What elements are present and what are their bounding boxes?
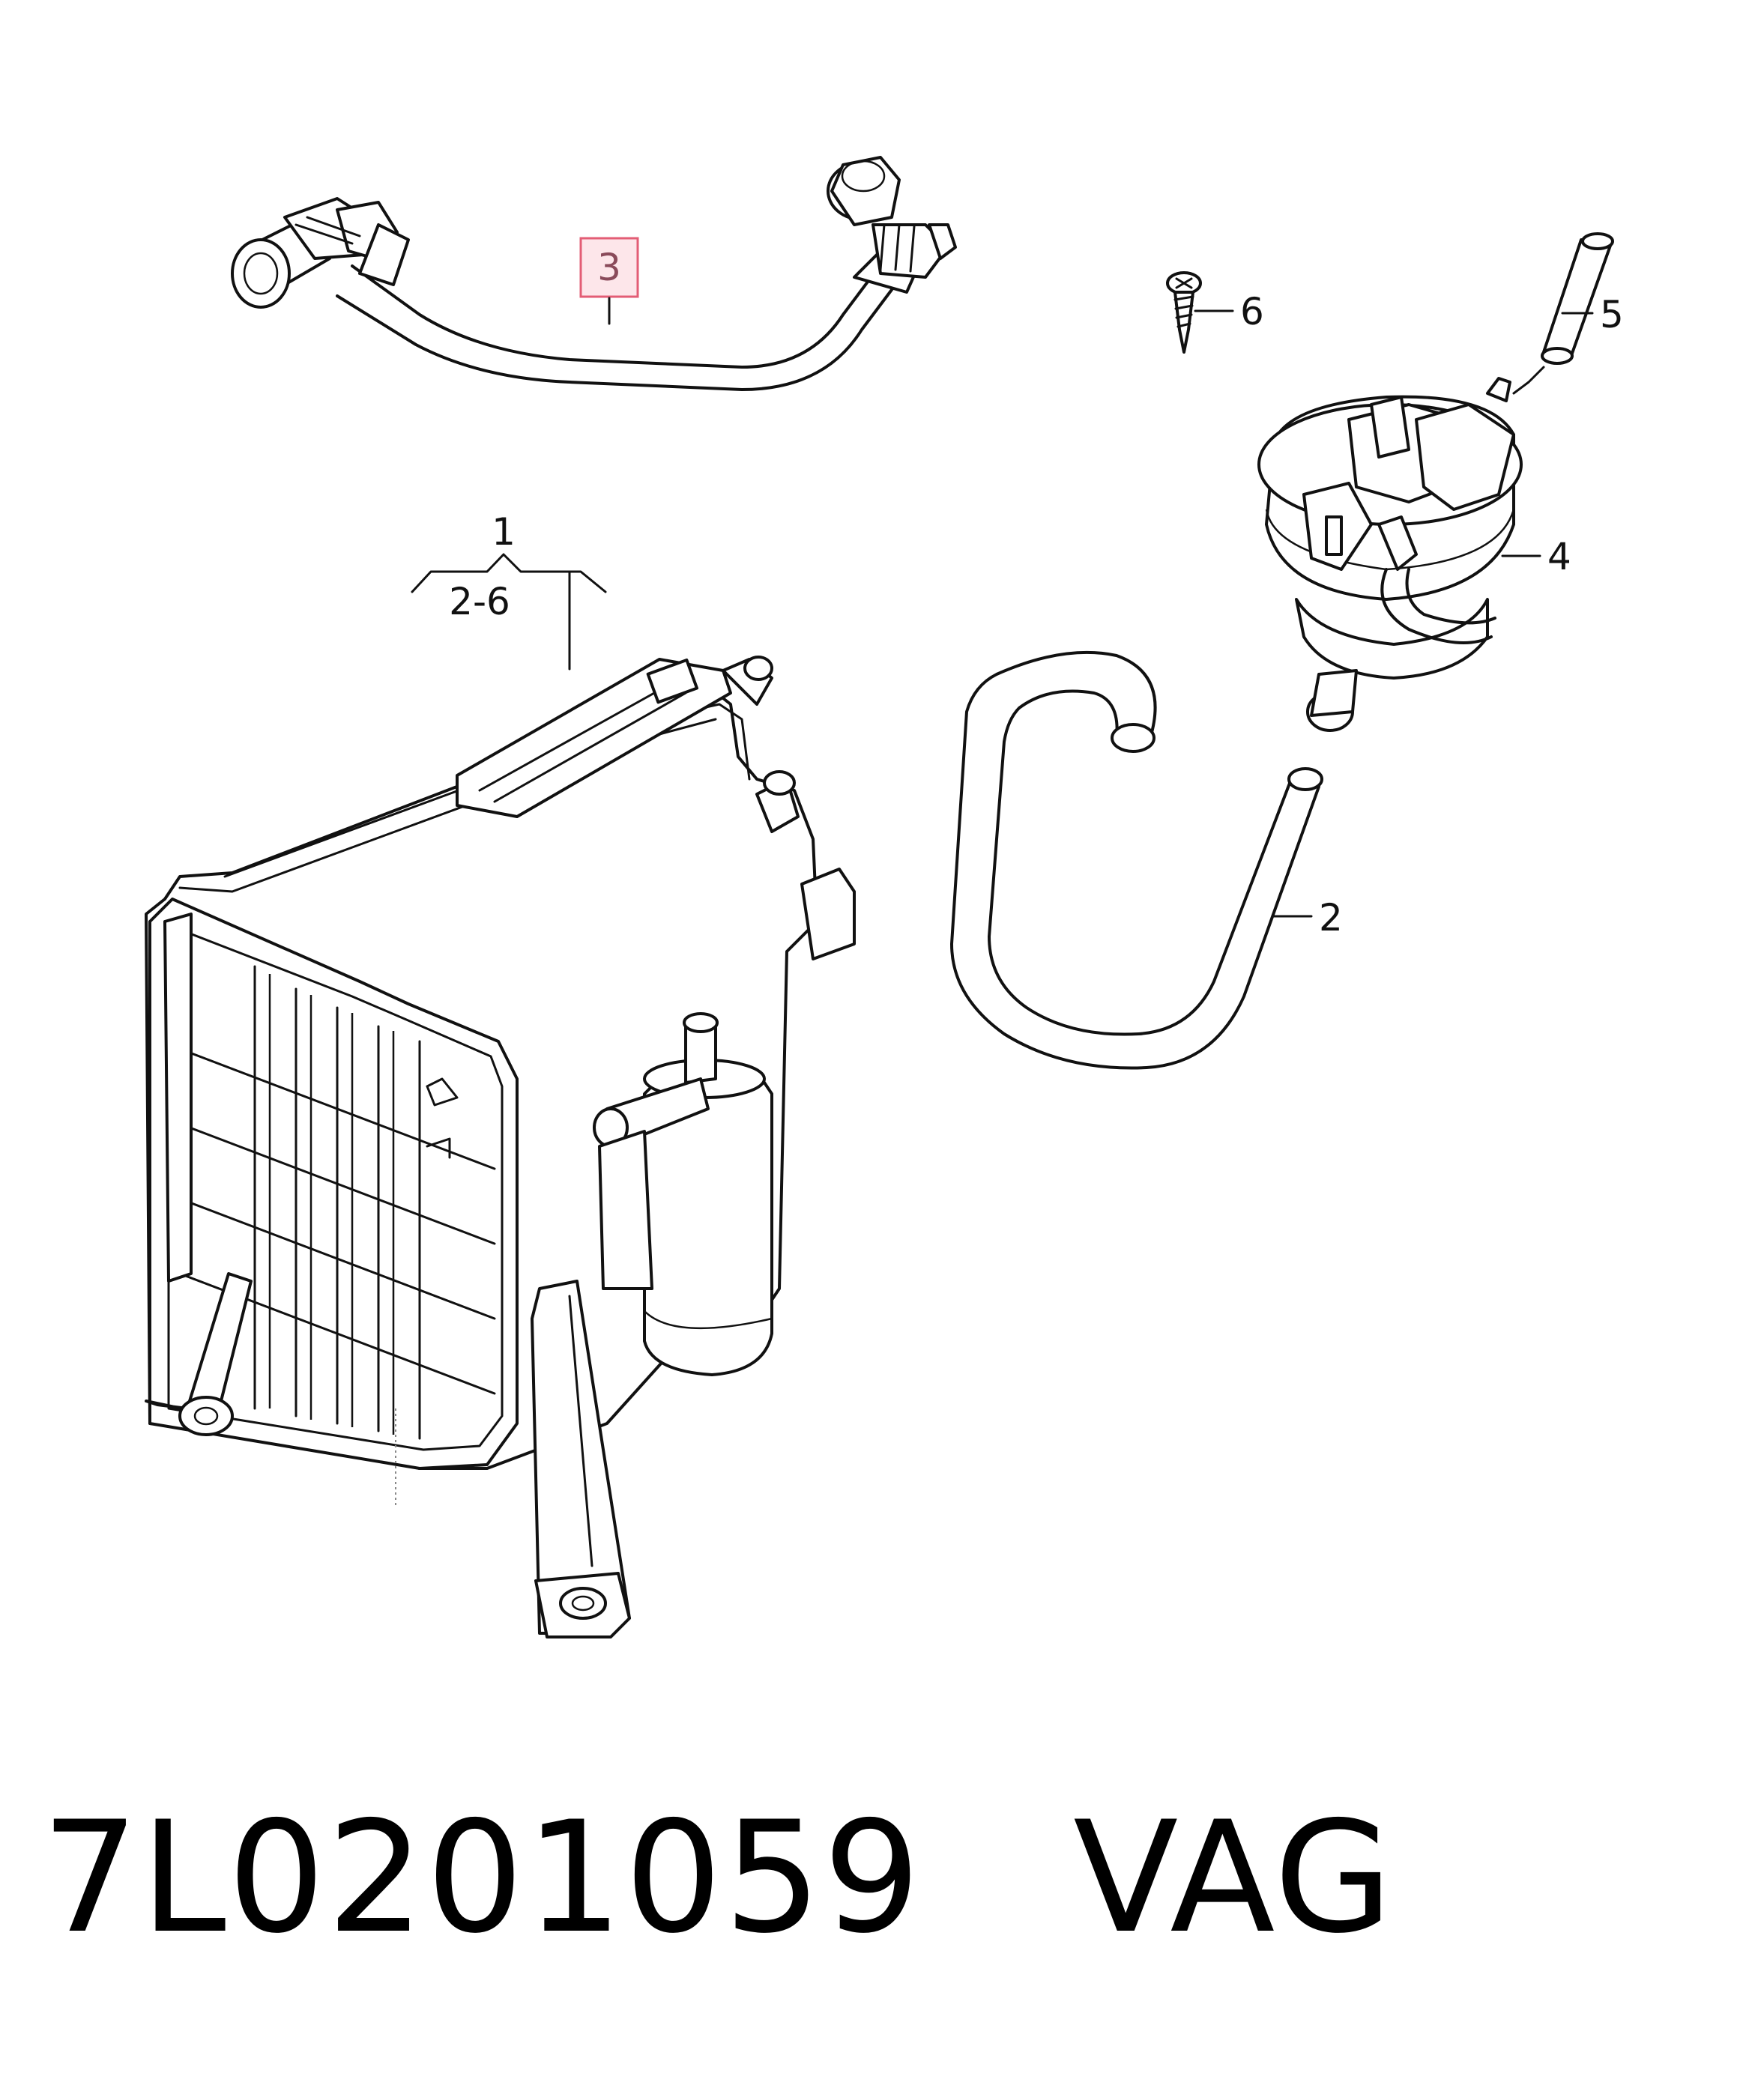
brand-name: VAG [1073,1789,1395,1967]
part-4-valve [1257,377,1523,732]
callout-2-6: 2-6 [449,580,510,623]
callout-4-group: 4 [1501,535,1571,578]
callout-1-group: 1 2-6 [411,510,607,671]
callout-5-group: 5 [1561,293,1624,336]
bracket-1 [411,553,607,593]
callout-4: 4 [1547,535,1571,578]
part-number: 7L0201059 [41,1789,922,1967]
footer: 7L0201059 VAG [41,1802,1395,1955]
part-1-canister [145,656,856,1638]
callout-2: 2 [1319,896,1343,939]
callout-3-group: 3 [579,237,639,325]
part-5-small-hose [1512,232,1614,395]
part-3-hose [231,156,957,391]
callout-6-group: 6 [1194,290,1264,333]
callout-2-group: 2 [1272,896,1343,939]
canister-grid [178,965,496,1440]
callout-5: 5 [1600,293,1624,336]
callout-6: 6 [1240,290,1264,333]
part-2-hose [950,650,1323,1070]
callout-3-highlight [579,237,639,298]
callout-1: 1 [492,510,516,554]
part-6-screw [1166,271,1202,354]
callout-3: 3 [597,246,621,289]
